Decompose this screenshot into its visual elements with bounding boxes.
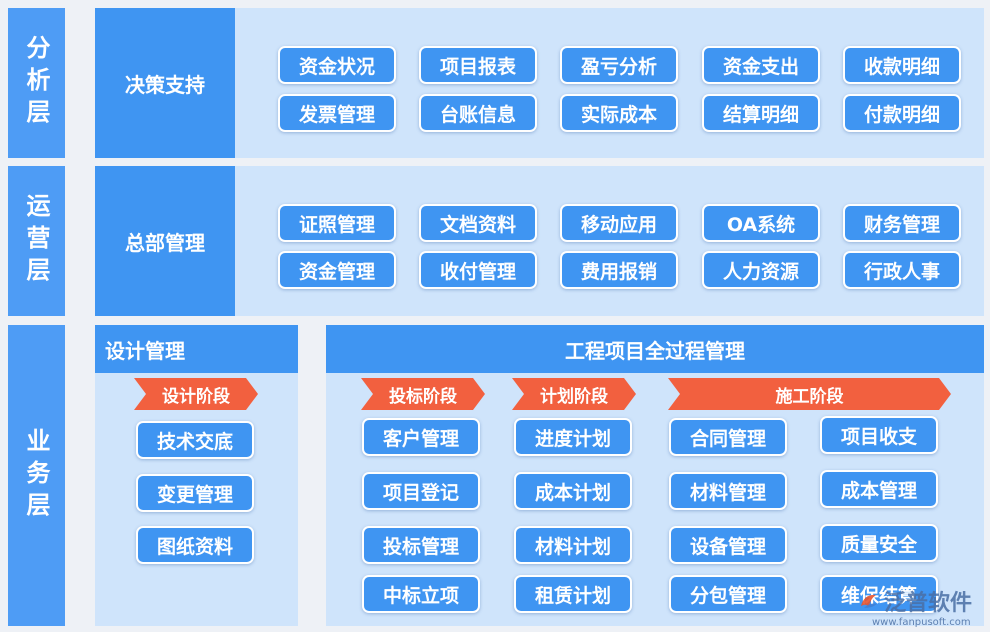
design-phase-arrow: 设计阶段 (134, 378, 258, 410)
layer-label-analysis: 分析层 (8, 8, 65, 158)
module-button[interactable]: 变更管理 (136, 474, 254, 512)
module-button[interactable]: 人力资源 (702, 251, 820, 289)
module-button[interactable]: 实际成本 (560, 94, 678, 132)
module-button[interactable]: 收款明细 (843, 46, 961, 84)
module-button[interactable]: 证照管理 (278, 204, 396, 242)
construction-phase-arrow: 施工阶段 (668, 378, 951, 410)
module-button[interactable]: OA系统 (702, 204, 820, 242)
module-button[interactable]: 资金状况 (278, 46, 396, 84)
module-button[interactable]: 材料管理 (669, 472, 787, 510)
module-button[interactable]: 成本计划 (514, 472, 632, 510)
module-button[interactable]: 图纸资料 (136, 526, 254, 564)
module-button[interactable]: 费用报销 (560, 251, 678, 289)
module-button[interactable]: 租赁计划 (514, 575, 632, 613)
hq-management-panel (95, 166, 984, 316)
module-button[interactable]: 资金管理 (278, 251, 396, 289)
module-button[interactable]: 项目报表 (419, 46, 537, 84)
decision-support-panel (95, 8, 984, 158)
decision-support-title: 决策支持 (95, 8, 235, 158)
module-button[interactable]: 进度计划 (514, 418, 632, 456)
design-management-title: 设计管理 (95, 325, 298, 373)
module-button[interactable]: 发票管理 (278, 94, 396, 132)
module-button[interactable]: 资金支出 (702, 46, 820, 84)
module-button[interactable]: 项目收支 (820, 416, 938, 454)
module-button[interactable]: 合同管理 (669, 418, 787, 456)
module-button[interactable]: 设备管理 (669, 526, 787, 564)
module-button[interactable]: 技术交底 (136, 421, 254, 459)
watermark: 泛普软件 www.fanpusoft.com (858, 585, 986, 628)
module-button[interactable]: 结算明细 (702, 94, 820, 132)
module-button[interactable]: 付款明细 (843, 94, 961, 132)
module-button[interactable]: 项目登记 (362, 472, 480, 510)
module-button[interactable]: 客户管理 (362, 418, 480, 456)
module-button[interactable]: 台账信息 (419, 94, 537, 132)
module-button[interactable]: 投标管理 (362, 526, 480, 564)
brand-logo-icon (861, 594, 877, 608)
module-button[interactable]: 维保结算 (820, 575, 938, 613)
bidding-phase-arrow: 投标阶段 (361, 378, 485, 410)
project-management-title: 工程项目全过程管理 (326, 325, 984, 373)
watermark-url: www.fanpusoft.com (872, 617, 971, 628)
module-button[interactable]: 中标立项 (362, 575, 480, 613)
module-button[interactable]: 行政人事 (843, 251, 961, 289)
planning-phase-arrow: 计划阶段 (512, 378, 636, 410)
module-button[interactable]: 盈亏分析 (560, 46, 678, 84)
module-button[interactable]: 成本管理 (820, 470, 938, 508)
layer-label-operations: 运营层 (8, 166, 65, 316)
module-button[interactable]: 文档资料 (419, 204, 537, 242)
module-button[interactable]: 移动应用 (560, 204, 678, 242)
module-button[interactable]: 质量安全 (820, 524, 938, 562)
watermark-brand: 泛普软件 (884, 591, 973, 616)
hq-management-title: 总部管理 (95, 166, 235, 316)
module-button[interactable]: 收付管理 (419, 251, 537, 289)
module-button[interactable]: 材料计划 (514, 526, 632, 564)
module-button[interactable]: 分包管理 (669, 575, 787, 613)
layer-label-business: 业务层 (8, 325, 65, 626)
module-button[interactable]: 财务管理 (843, 204, 961, 242)
